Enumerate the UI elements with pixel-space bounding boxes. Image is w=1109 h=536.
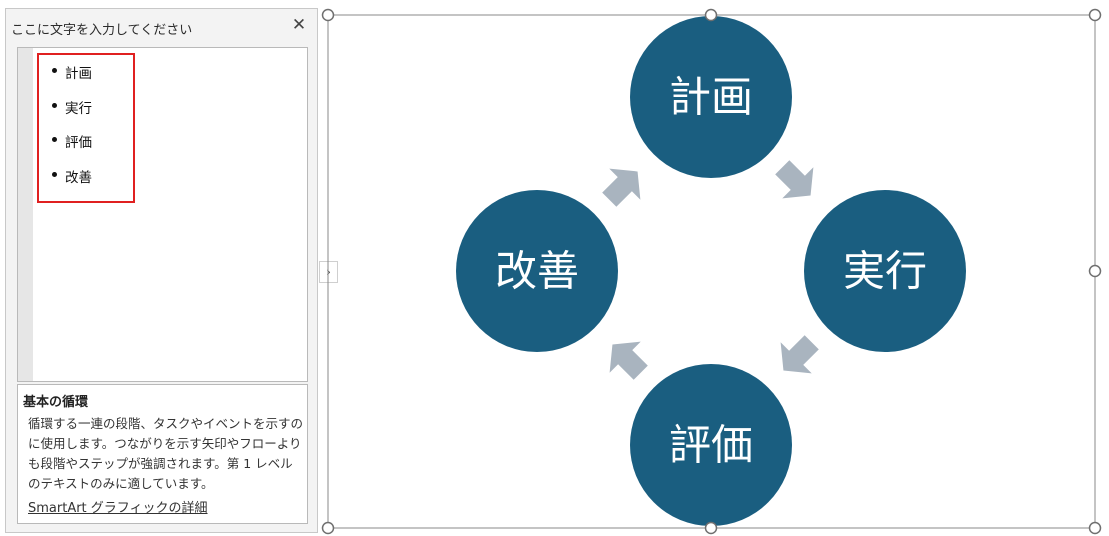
bullet-icon: [52, 171, 57, 177]
node-circle: [804, 190, 966, 352]
node-circle: [456, 190, 618, 352]
editor-gutter: [18, 48, 33, 381]
bullet-icon: [52, 137, 57, 142]
resize-handle-bottom-left[interactable]: [321, 521, 335, 535]
node-label-plan: 計画: [669, 73, 753, 122]
cycle-arrows: [594, 152, 827, 388]
resize-handle-top-right[interactable]: [1088, 8, 1102, 22]
resize-handle-top[interactable]: [704, 8, 718, 22]
resize-handle-bottom-right[interactable]: [1088, 521, 1102, 535]
node-circle: [630, 16, 792, 178]
layout-info-panel: 基本の循環 循環する一連の段階、タスクやイベントを示すのに使用します。つながりを…: [17, 384, 308, 524]
arrow-plan-to-do[interactable]: [767, 152, 826, 211]
bullet-item-act[interactable]: 改善: [52, 166, 92, 201]
node-label-act: 改善: [495, 247, 579, 296]
bullet-list: 計画 実行 評価 改善: [52, 62, 92, 200]
text-pane-header: ここに文字を入力してください ✕: [6, 9, 317, 45]
resize-handle-right[interactable]: [1088, 264, 1102, 278]
bullet-item-do[interactable]: 実行: [52, 97, 92, 132]
selection-handles: [321, 8, 1102, 535]
bullet-icon: [52, 68, 57, 73]
layout-title: 基本の循環: [23, 395, 89, 410]
bullet-text: 実行: [65, 100, 92, 117]
node-label-check: 評価: [669, 421, 753, 470]
text-pane-title: ここに文字を入力してください: [11, 23, 193, 38]
resize-handle-top-left[interactable]: [321, 8, 335, 22]
node-act[interactable]: 改善: [456, 190, 618, 352]
bullet-text: 改善: [65, 169, 92, 186]
close-icon[interactable]: ✕: [291, 15, 307, 35]
bullet-text: 評価: [65, 135, 92, 151]
bullet-icon: [52, 102, 57, 108]
arrow-do-to-check[interactable]: [768, 327, 827, 386]
arrow-check-to-act[interactable]: [597, 329, 656, 388]
node-check[interactable]: 評価: [630, 364, 792, 526]
resize-handle-bottom[interactable]: [704, 521, 718, 535]
node-plan[interactable]: 計画: [630, 16, 792, 178]
smartart-details-link[interactable]: SmartArt グラフィックの詳細: [28, 501, 208, 516]
node-circle: [630, 364, 792, 526]
layout-description: 循環する一連の段階、タスクやイベントを示すのに使用します。つながりを示す矢印やフ…: [28, 416, 304, 491]
arrow-act-to-plan[interactable]: [594, 156, 653, 215]
bullet-item-plan[interactable]: 計画: [52, 62, 92, 97]
bullet-text: 計画: [65, 66, 92, 82]
node-label-do: 実行: [843, 247, 927, 296]
node-do[interactable]: 実行: [804, 190, 966, 352]
bullet-item-check[interactable]: 評価: [52, 131, 92, 166]
